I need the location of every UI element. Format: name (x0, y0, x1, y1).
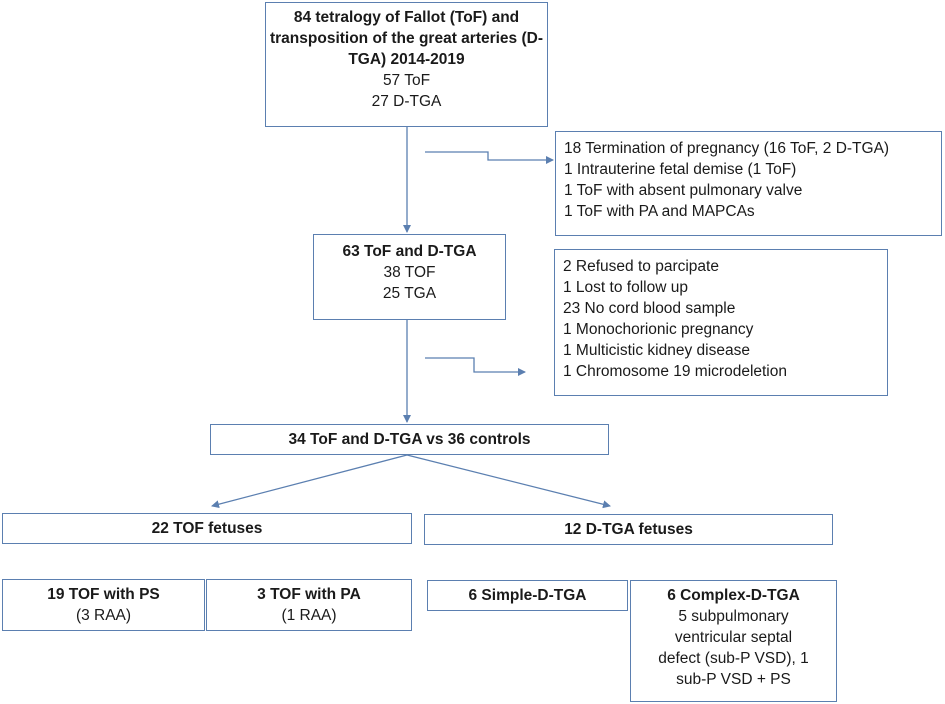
box-tof-pa: 3 TOF with PA (1 RAA) (206, 579, 412, 631)
box-simple-dtga: 6 Simple-D-TGA (427, 580, 628, 611)
arrow-exclusion-1 (425, 151, 554, 164)
arrow-exclusion-2 (425, 357, 526, 376)
exclusion-2-line: 1 Lost to follow up (563, 279, 688, 296)
box-cohort-63-line: 38 TOF (383, 264, 436, 281)
exclusion-2-line: 2 Refused to parcipate (563, 258, 719, 275)
box-total-cohort: 84 tetralogy of Fallot (ToF) and transpo… (265, 2, 548, 127)
box-dtga-title: 12 D-TGA fetuses (564, 521, 693, 538)
box-tof-fetuses: 22 TOF fetuses (2, 513, 412, 544)
box-cohort-63-title: 63 ToF and D-TGA (342, 243, 477, 260)
box-cohort-63-line: 25 TGA (382, 285, 437, 302)
box-complex-dtga: 6 Complex-D-TGA 5 subpulmonary ventricul… (630, 580, 837, 702)
exclusion-1-line: 18 Termination of pregnancy (16 ToF, 2 D… (564, 140, 890, 157)
box-cohort-63: 63 ToF and D-TGA 38 TOF 25 TGA (313, 234, 506, 320)
box-tof-pa-line: (1 RAA) (281, 607, 337, 624)
box-tof-ps: 19 TOF with PS (3 RAA) (2, 579, 205, 631)
exclusion-2-line: 23 No cord blood sample (563, 300, 736, 317)
box-total-title: 84 tetralogy of Fallot (ToF) and transpo… (269, 9, 543, 68)
box-exclusion-1: 18 Termination of pregnancy (16 ToF, 2 D… (555, 131, 942, 236)
box-complex-line: sub-P VSD + PS (676, 671, 791, 688)
box-complex-line: ventricular septal (674, 629, 793, 646)
box-complex-line: defect (sub-P VSD), 1 (658, 650, 809, 667)
box-total-line: 27 D-TGA (371, 93, 442, 110)
exclusion-2-line: 1 Chromosome 19 microdeletion (563, 363, 787, 380)
exclusion-1-line: 1 ToF with PA and MAPCAs (564, 203, 755, 220)
box-dtga-fetuses: 12 D-TGA fetuses (424, 514, 833, 545)
arrow-final-to-tof (211, 454, 408, 509)
exclusion-1-line: 1 Intrauterine fetal demise (1 ToF) (564, 161, 797, 178)
box-final-title: 34 ToF and D-TGA vs 36 controls (288, 431, 531, 448)
exclusion-2-line: 1 Monochorionic pregnancy (563, 321, 754, 338)
box-tof-pa-title: 3 TOF with PA (257, 586, 361, 603)
arrow-final-to-dtga (406, 454, 611, 509)
box-tof-title: 22 TOF fetuses (151, 520, 263, 537)
box-tof-ps-title: 19 TOF with PS (47, 586, 160, 603)
box-total-line: 57 ToF (382, 72, 431, 89)
box-final-cohort: 34 ToF and D-TGA vs 36 controls (210, 424, 609, 455)
box-complex-title: 6 Complex-D-TGA (667, 587, 800, 604)
box-tof-ps-line: (3 RAA) (75, 607, 132, 624)
box-simple-title: 6 Simple-D-TGA (468, 587, 587, 604)
exclusion-1-line: 1 ToF with absent pulmonary valve (564, 182, 803, 199)
box-exclusion-2: 2 Refused to parcipate 1 Lost to follow … (554, 249, 888, 396)
box-complex-line: 5 subpulmonary (678, 608, 789, 625)
exclusion-2-line: 1 Multicistic kidney disease (563, 342, 750, 359)
